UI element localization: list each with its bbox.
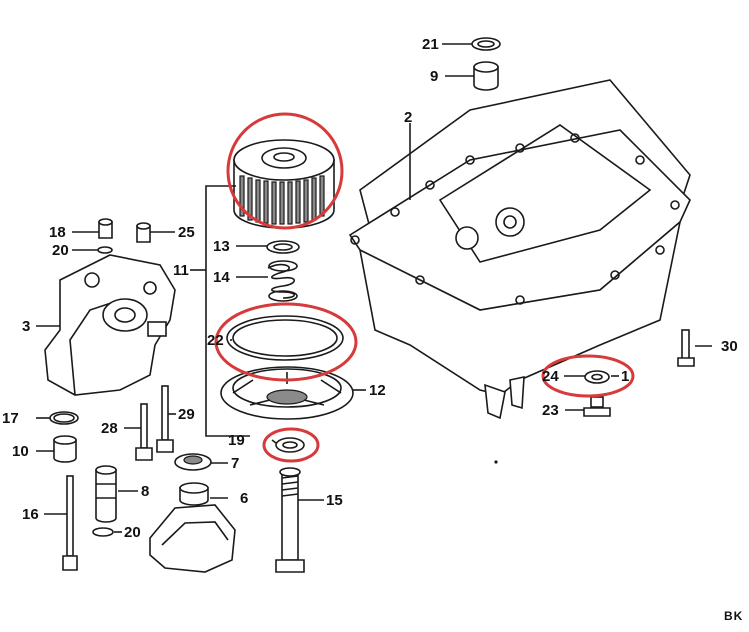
label-part-9: 9 <box>430 68 439 85</box>
label-part-7: 7 <box>231 455 240 472</box>
part-23-oring <box>226 315 344 361</box>
label-part-23: 22 <box>207 332 224 349</box>
label-part-24: 23 <box>542 402 559 419</box>
corner-code: BK <box>724 609 744 623</box>
label-part-12: 12 <box>369 382 386 399</box>
part-28-bolt <box>135 403 153 461</box>
label-part-21: 20 <box>52 242 69 259</box>
part-10-collar <box>53 435 77 463</box>
speck <box>494 460 498 464</box>
oil-pan <box>348 79 691 420</box>
label-part-6: 6 <box>240 490 249 507</box>
label-part-19: 19 <box>228 432 245 449</box>
part-15-bolt <box>275 467 305 573</box>
leader-lines <box>36 43 712 533</box>
highlight-markers <box>214 112 635 463</box>
highlight-oil-filter <box>226 112 344 230</box>
label-part-20: 20 <box>124 524 141 541</box>
part-13-oring <box>266 240 300 254</box>
part-9-collar <box>473 61 499 91</box>
label-part-2: 2 <box>404 109 413 126</box>
label-part-18: 17 <box>2 410 19 427</box>
label-part-29: 29 <box>178 406 195 423</box>
label-part-1: 1 <box>621 368 630 385</box>
part-18-oring <box>49 411 79 425</box>
label-part-14: 14 <box>213 269 230 286</box>
part-6-strainer <box>149 482 236 573</box>
highlight-oring-23 <box>214 302 358 382</box>
part-22-washer <box>471 37 501 51</box>
part-19-seal <box>275 437 305 453</box>
part-26-dowel <box>136 222 151 243</box>
part-20-oring <box>92 527 114 537</box>
part-17-dowel <box>98 218 113 239</box>
part-21-oring <box>97 246 113 254</box>
label-part-11: 11 <box>173 262 189 279</box>
label-part-26: 25 <box>178 224 195 241</box>
highlight-washer-25 <box>541 354 635 398</box>
part-3-oil-pump <box>44 254 176 396</box>
label-part-25: 24 <box>542 368 559 385</box>
label-part-28: 28 <box>101 420 118 437</box>
part-11-bracket <box>205 185 250 437</box>
part-16-bolt <box>62 475 78 571</box>
label-part-8: 8 <box>141 483 150 500</box>
part-7-seat <box>174 453 212 471</box>
label-part-3: 3 <box>22 318 31 335</box>
label-part-15: 15 <box>326 492 343 509</box>
part-24-drain-bolt <box>583 396 611 417</box>
label-part-16: 16 <box>22 506 39 523</box>
part-8-valve <box>95 465 117 523</box>
part-29-bolt <box>156 385 174 453</box>
highlight-seal-19 <box>262 427 320 463</box>
part-25-washer <box>584 370 610 384</box>
part-30-bolt <box>677 329 695 367</box>
part-14-spring <box>267 260 298 302</box>
label-part-30: 30 <box>721 338 738 355</box>
label-part-10: 10 <box>12 443 29 460</box>
oil-filter <box>233 139 335 229</box>
label-part-17: 18 <box>49 224 66 241</box>
label-part-13: 13 <box>213 238 230 255</box>
label-part-22: 21 <box>422 36 439 53</box>
part-12-filter-cover <box>220 366 354 420</box>
